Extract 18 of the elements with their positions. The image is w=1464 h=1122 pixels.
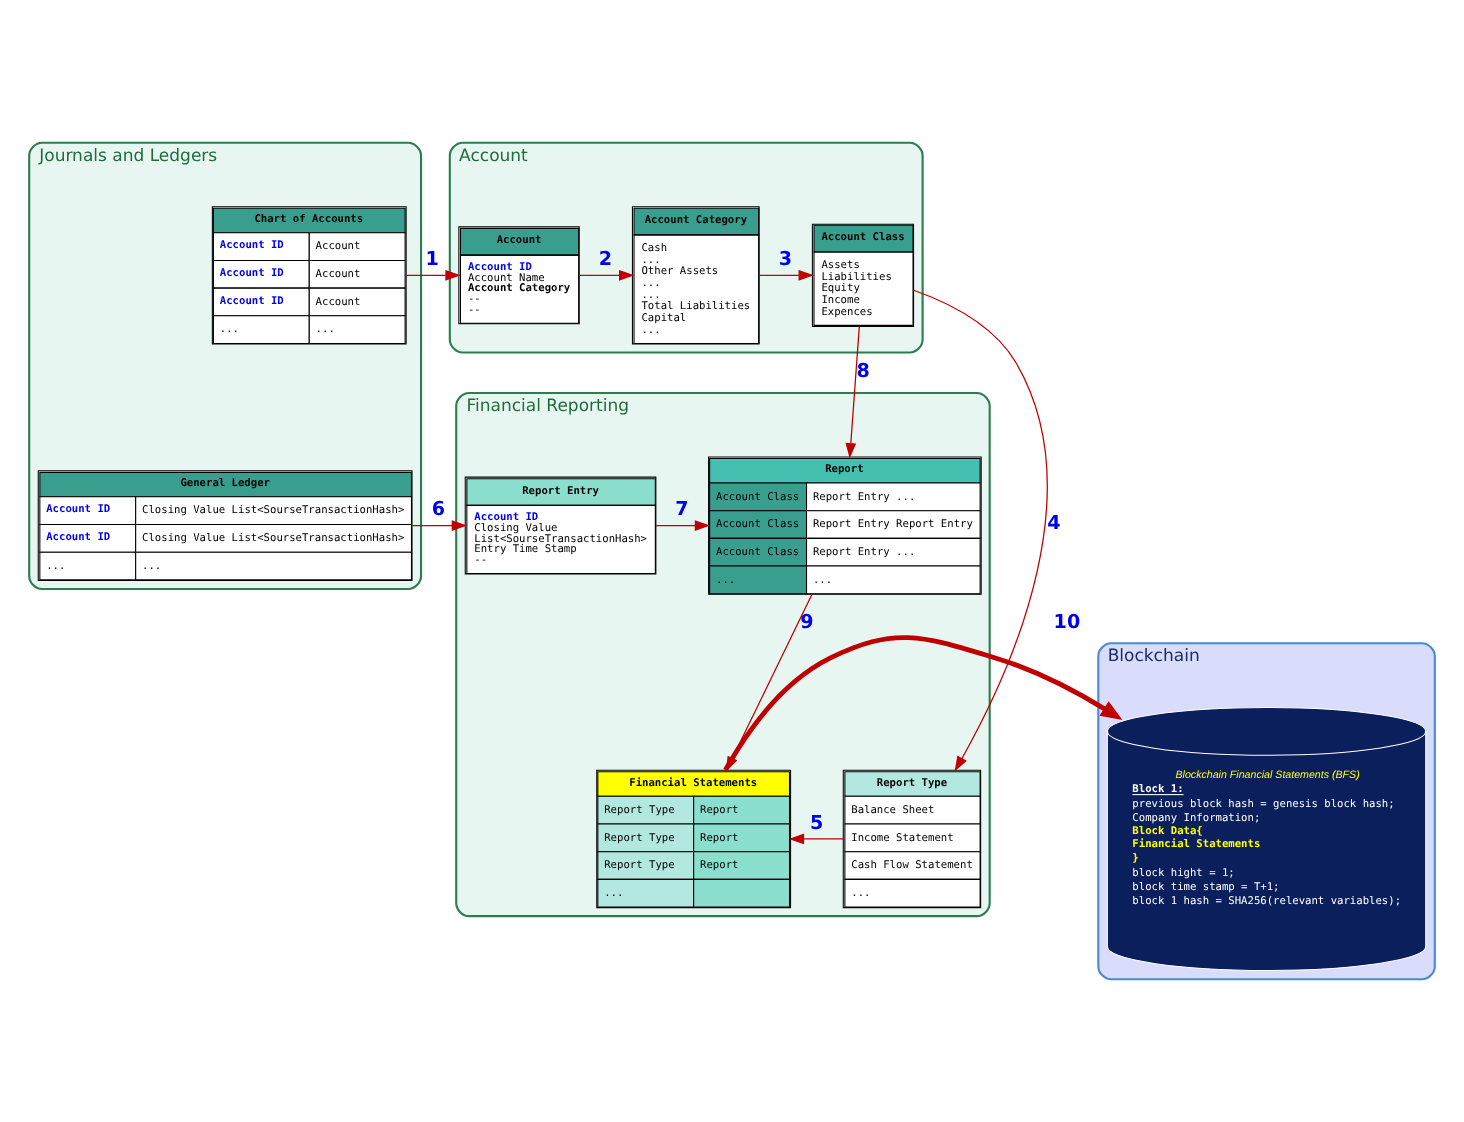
arrow xyxy=(405,269,461,281)
arrow xyxy=(411,520,468,531)
arrow xyxy=(655,520,711,531)
edge-label: 2 xyxy=(598,249,613,272)
edge-label: 8 xyxy=(856,361,870,384)
edge-label: 10 xyxy=(1053,611,1081,634)
edge-label: 5 xyxy=(810,812,824,835)
arrow xyxy=(578,269,635,281)
edge-label: 7 xyxy=(675,499,689,522)
edge-label: 4 xyxy=(1047,513,1061,536)
arrow xyxy=(758,269,814,281)
arrow xyxy=(788,833,844,845)
arrow xyxy=(913,289,1048,772)
edge-label: 3 xyxy=(778,249,793,272)
edge-label: 6 xyxy=(431,499,446,522)
edge-label: 1 xyxy=(425,249,439,272)
arrow xyxy=(845,326,860,459)
edge-label: 9 xyxy=(800,611,814,634)
